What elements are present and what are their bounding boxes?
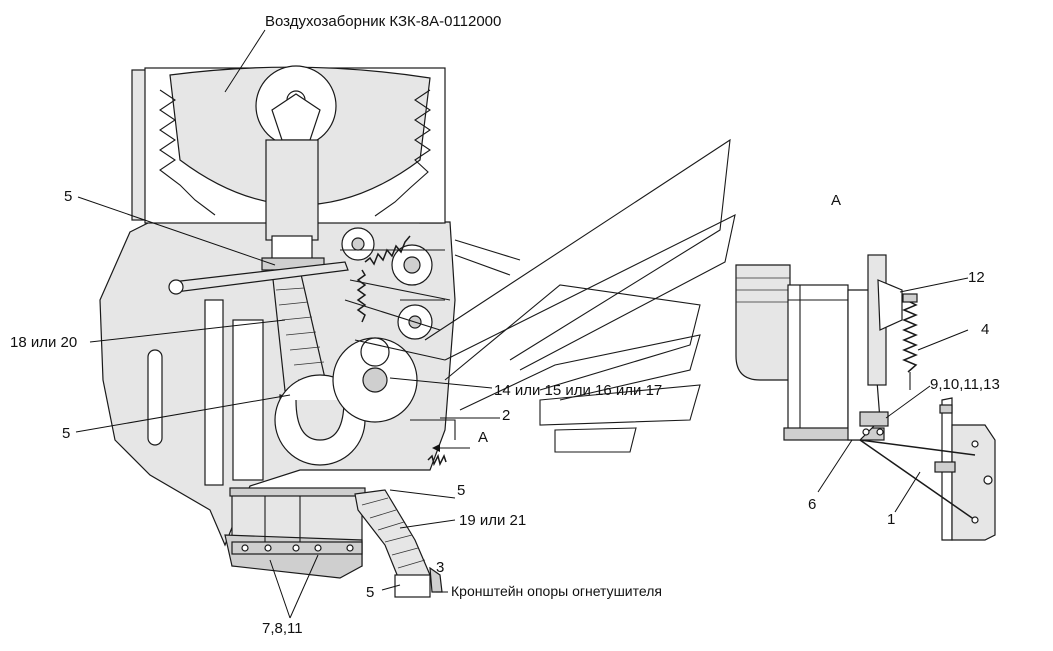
label-pos-2: 2 <box>502 407 510 424</box>
label-pos-5-top: 5 <box>64 188 72 205</box>
va-elbow-pipe <box>735 264 791 381</box>
label-pos-9-10-11-13: 9,10,11,13 <box>930 376 1000 393</box>
label-pos-19-21: 19 или 21 <box>459 512 526 529</box>
label-pos-6: 6 <box>808 496 816 513</box>
housing-rib-2 <box>232 319 264 481</box>
chevron-panels <box>400 138 736 453</box>
view-a <box>735 254 996 541</box>
label-view-a-title: А <box>831 192 841 209</box>
cylinder <box>261 139 325 271</box>
label-pos-18-20: 18 или 20 <box>10 334 77 351</box>
labels: Воздухозаборник КЗК-8А-0112000 А А 5 18 … <box>10 13 1000 637</box>
hose-19-21 <box>354 489 443 598</box>
va-housing <box>787 284 849 436</box>
label-pos-5-mid: 5 <box>62 425 70 442</box>
label-pos-4: 4 <box>981 321 989 338</box>
label-pos-14-17: 14 или 15 или 16 или 17 <box>494 382 662 399</box>
housing-rib <box>204 299 224 486</box>
label-pos-3: 3 <box>436 559 444 576</box>
bottom-box <box>224 487 366 579</box>
label-pos-5-right: 5 <box>457 482 465 499</box>
label-pos-1: 1 <box>887 511 895 528</box>
label-pos-5-bottom: 5 <box>366 584 374 601</box>
label-pos-12: 12 <box>968 269 985 286</box>
main-leaders <box>75 29 500 619</box>
label-air-intake: Воздухозаборник КЗК-8А-0112000 <box>265 13 501 30</box>
main-view <box>75 29 736 619</box>
label-extinguisher-bracket: Кронштейн опоры огнетушителя <box>451 583 662 599</box>
label-view-a-arrow: А <box>478 429 488 446</box>
label-pos-7-8-11: 7,8,11 <box>262 620 303 637</box>
va-spring <box>902 299 918 373</box>
housing-slot <box>147 349 163 446</box>
pulley-mechanism <box>332 227 451 467</box>
